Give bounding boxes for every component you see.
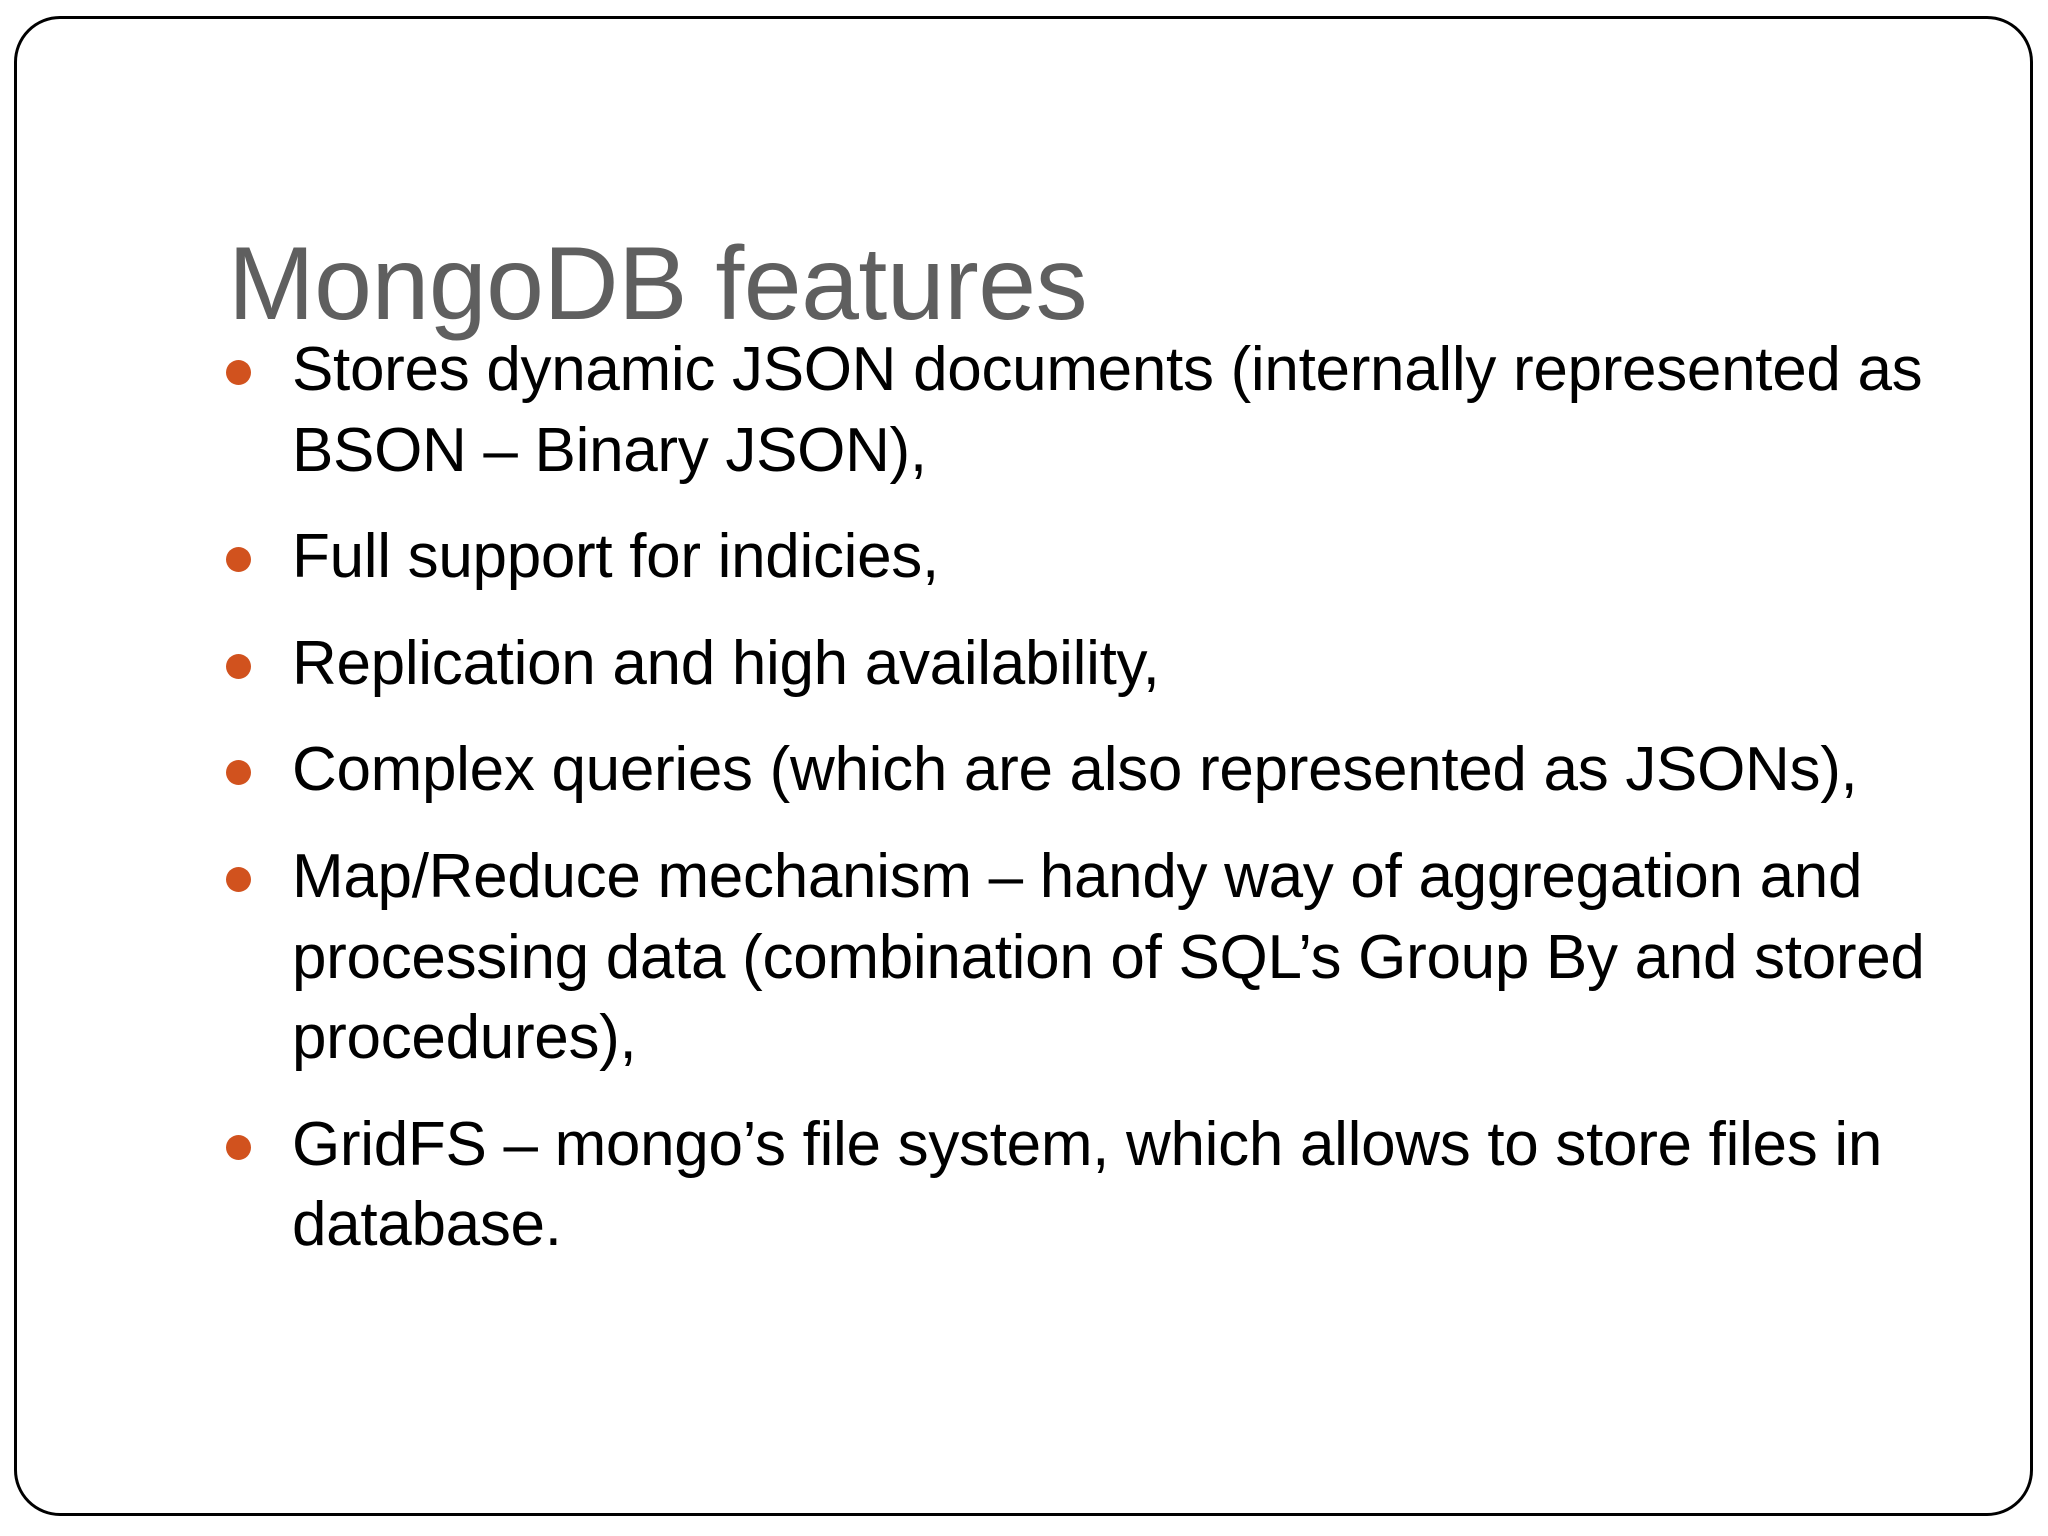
list-item: Map/Reduce mechanism – handy way of aggr… [218, 837, 1978, 1079]
list-item: GridFS – mongo’s file system, which allo… [218, 1105, 1978, 1266]
bullet-dot-icon [226, 653, 251, 679]
list-item-label: GridFS – mongo’s file system, which allo… [292, 1109, 1883, 1260]
list-item-label: Complex queries (which are also represen… [292, 735, 1858, 805]
bullet-dot-icon [226, 360, 251, 385]
bullet-dot-icon [226, 866, 251, 892]
list-item-label: Replication and high availability, [292, 628, 1160, 698]
list-item: Full support for indicies, [218, 517, 1978, 598]
bullet-dot-icon [226, 547, 251, 573]
bullet-dot-icon [226, 760, 251, 786]
bullet-dot-icon [226, 1134, 251, 1160]
list-item-label: Map/Reduce mechanism – handy way of aggr… [292, 841, 1925, 1073]
feature-bullet-list: Stores dynamic JSON documents (internall… [218, 330, 1978, 1266]
page-title: MongoDB features [228, 225, 1088, 342]
list-item: Replication and high availability, [218, 624, 1978, 705]
list-item-label: Stores dynamic JSON documents (internall… [292, 335, 1923, 485]
list-item-label: Full support for indicies, [292, 522, 939, 592]
list-item: Complex queries (which are also represen… [218, 730, 1978, 811]
list-item: Stores dynamic JSON documents (internall… [218, 330, 1978, 491]
